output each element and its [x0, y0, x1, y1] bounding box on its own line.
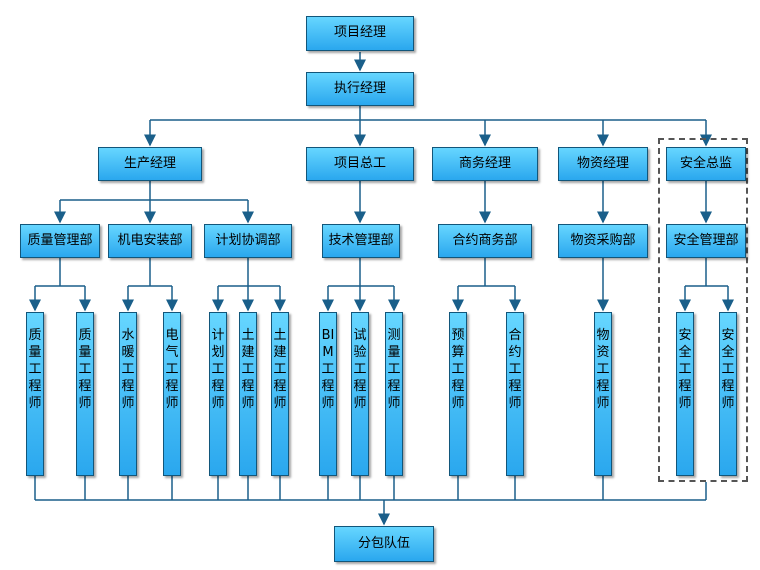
box-survey-engineer: 测量工程师 — [385, 312, 403, 476]
label-planning-dept: 计划协调部 — [215, 232, 281, 248]
label-safety-dept: 安全管理部 — [673, 232, 739, 248]
box-quality-engineer-1: 质量工程师 — [26, 312, 44, 476]
box-procurement-dept: 物资采购部 — [558, 224, 648, 258]
box-civil-engineer-2: 土建工程师 — [271, 312, 289, 476]
label-safety-director: 安全总监 — [679, 155, 732, 171]
box-materials-engineer: 物资工程师 — [594, 312, 612, 476]
box-mep-dept: 机电安装部 — [108, 224, 192, 258]
label-electrical-engineer: 电气工程师 — [165, 328, 179, 411]
box-contract-engineer: 合约工程师 — [506, 312, 524, 476]
label-subcontract-team: 分包队伍 — [357, 535, 410, 551]
box-materials-manager: 物资经理 — [558, 147, 648, 181]
label-civil-engineer-2: 土建工程师 — [273, 328, 287, 411]
label-contract-engineer: 合约工程师 — [508, 328, 522, 411]
label-chief-engineer: 项目总工 — [333, 155, 386, 171]
label-safety-engineer-1: 安全工程师 — [678, 328, 692, 411]
box-subcontract-team: 分包队伍 — [334, 526, 434, 562]
label-project-manager: 项目经理 — [333, 25, 386, 41]
box-executive-manager: 执行经理 — [306, 72, 414, 106]
label-testing-engineer: 试验工程师 — [353, 328, 367, 411]
box-quality-dept: 质量管理部 — [20, 224, 100, 258]
label-planning-engineer: 计划工程师 — [211, 328, 225, 411]
box-quality-engineer-2: 质量工程师 — [76, 312, 94, 476]
label-quality-engineer-2: 质量工程师 — [78, 328, 92, 411]
label-safety-engineer-2: 安全工程师 — [721, 328, 735, 411]
label-contract-dept: 合约商务部 — [452, 232, 518, 248]
label-civil-engineer-1: 土建工程师 — [241, 328, 255, 411]
label-quality-dept: 质量管理部 — [27, 232, 93, 248]
label-materials-manager: 物资经理 — [576, 155, 629, 171]
box-production-manager: 生产经理 — [98, 147, 202, 181]
label-mep-dept: 机电安装部 — [117, 232, 183, 248]
label-executive-manager: 执行经理 — [333, 80, 386, 96]
box-bim-engineer: BIM工程师 — [319, 312, 337, 476]
label-materials-engineer: 物资工程师 — [596, 328, 610, 411]
box-safety-engineer-1: 安全工程师 — [676, 312, 694, 476]
box-chief-engineer: 项目总工 — [306, 147, 414, 181]
label-technical-dept: 技术管理部 — [328, 232, 394, 248]
box-hvac-engineer: 水暖工程师 — [119, 312, 137, 476]
box-commerce-manager: 商务经理 — [432, 147, 538, 181]
box-technical-dept: 技术管理部 — [322, 224, 400, 258]
box-civil-engineer-1: 土建工程师 — [239, 312, 257, 476]
box-project-manager: 项目经理 — [306, 16, 414, 51]
box-safety-dept: 安全管理部 — [666, 224, 746, 258]
box-testing-engineer: 试验工程师 — [351, 312, 369, 476]
box-safety-engineer-2: 安全工程师 — [719, 312, 737, 476]
box-safety-director: 安全总监 — [666, 147, 746, 181]
label-survey-engineer: 测量工程师 — [387, 328, 401, 411]
label-production-manager: 生产经理 — [123, 155, 176, 171]
label-hvac-engineer: 水暖工程师 — [121, 328, 135, 411]
box-budget-engineer: 预算工程师 — [449, 312, 467, 476]
label-budget-engineer: 预算工程师 — [451, 328, 465, 411]
box-electrical-engineer: 电气工程师 — [163, 312, 181, 476]
label-bim-engineer: BIM工程师 — [321, 328, 335, 411]
box-contract-dept: 合约商务部 — [438, 224, 532, 258]
box-planning-dept: 计划协调部 — [204, 224, 292, 258]
label-procurement-dept: 物资采购部 — [570, 232, 636, 248]
label-quality-engineer-1: 质量工程师 — [28, 328, 42, 411]
safety-dashed-group — [658, 138, 748, 482]
box-planning-engineer: 计划工程师 — [209, 312, 227, 476]
label-commerce-manager: 商务经理 — [458, 155, 511, 171]
